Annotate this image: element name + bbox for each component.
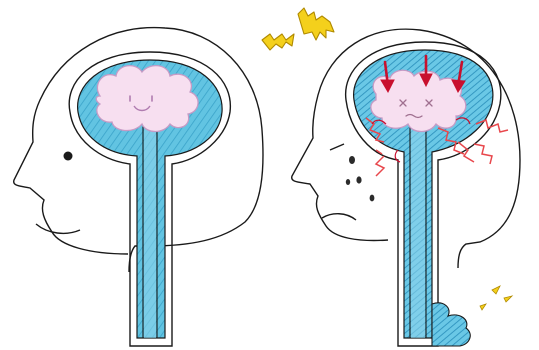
mouth-smile-left	[36, 224, 80, 233]
tears	[346, 156, 375, 201]
low-csf-pressure-head	[292, 29, 520, 346]
brain-left	[96, 66, 198, 132]
leak-sparks	[480, 286, 512, 310]
lightning-bolt-2	[298, 8, 334, 40]
mouth-frown-right	[322, 214, 356, 220]
eye-right	[330, 144, 344, 150]
brain-right	[371, 70, 466, 131]
normal-head	[14, 28, 263, 346]
eye-left	[64, 152, 73, 161]
lightning-bolts	[262, 8, 334, 50]
csf-leak	[432, 303, 470, 346]
lightning-bolt-1	[262, 34, 294, 50]
